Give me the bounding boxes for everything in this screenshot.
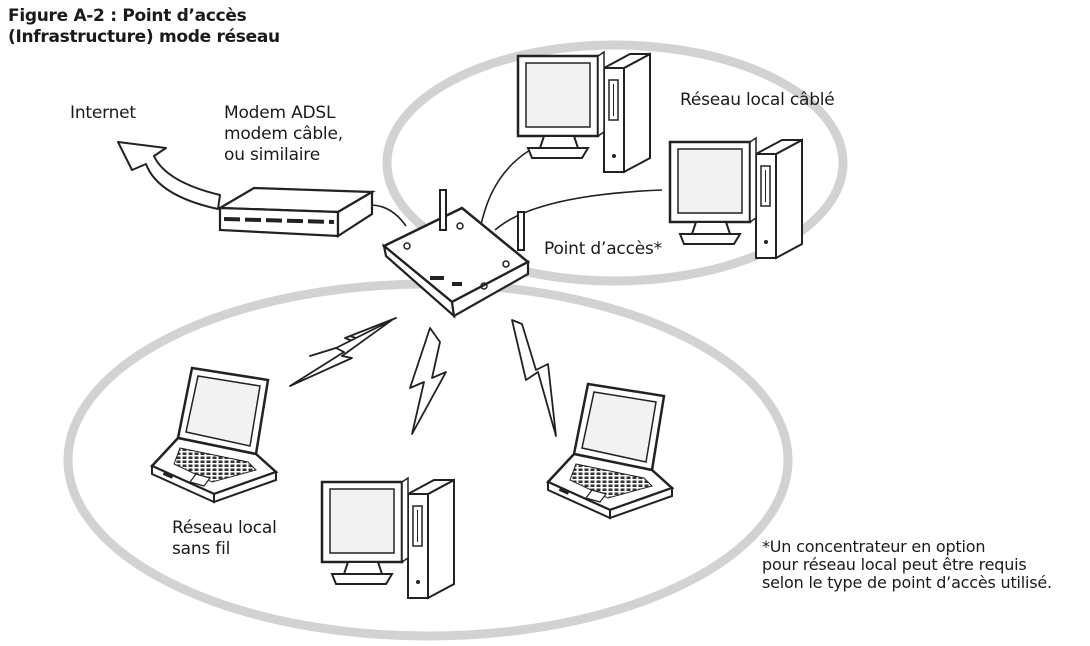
wireless-lan-label-line2: sans fil [172,539,231,559]
wireless-signal-icon [511,319,557,437]
modem-icon [216,186,376,239]
modem-label-line3: ou similaire [224,145,320,165]
wireless-signal-icon [409,327,447,435]
network-cables [371,149,663,231]
wireless-signal-icon [289,317,397,387]
laptop-icon [150,366,278,504]
internet-arrow-icon [117,141,221,210]
footnote: *Un concentrateur en option pour réseau … [762,538,1052,592]
figure-title-line1: Figure A-2 : Point d’accès [8,6,247,26]
footnote-line3: selon le type de point d’accès utilisé. [762,573,1052,592]
access-point-icon [381,189,531,319]
wireless-lan-label: Réseau local sans fil [172,518,277,560]
laptop-icon [546,382,674,520]
modem-label-line1: Modem ADSL [224,103,336,123]
modem-label-line2: modem câble, [224,124,343,144]
modem-label: Modem ADSL modem câble, ou similaire [224,103,343,166]
wired-lan-label: Réseau local câblé [680,90,835,110]
desktop-computer-icon [516,50,652,174]
footnote-line2: pour réseau local peut être requis [762,555,1027,574]
wired-lan-ellipse [382,40,848,286]
desktop-computer-icon [320,476,456,600]
figure-title: Figure A-2 : Point d’accès (Infrastructu… [8,6,280,48]
access-point-label: Point d’accès* [544,239,662,259]
footnote-line1: *Un concentrateur en option [762,537,986,556]
figure-title-line2: (Infrastructure) mode réseau [8,27,280,47]
wireless-lan-label-line1: Réseau local [172,518,277,538]
internet-label: Internet [70,103,136,123]
desktop-computer-icon [668,136,804,260]
